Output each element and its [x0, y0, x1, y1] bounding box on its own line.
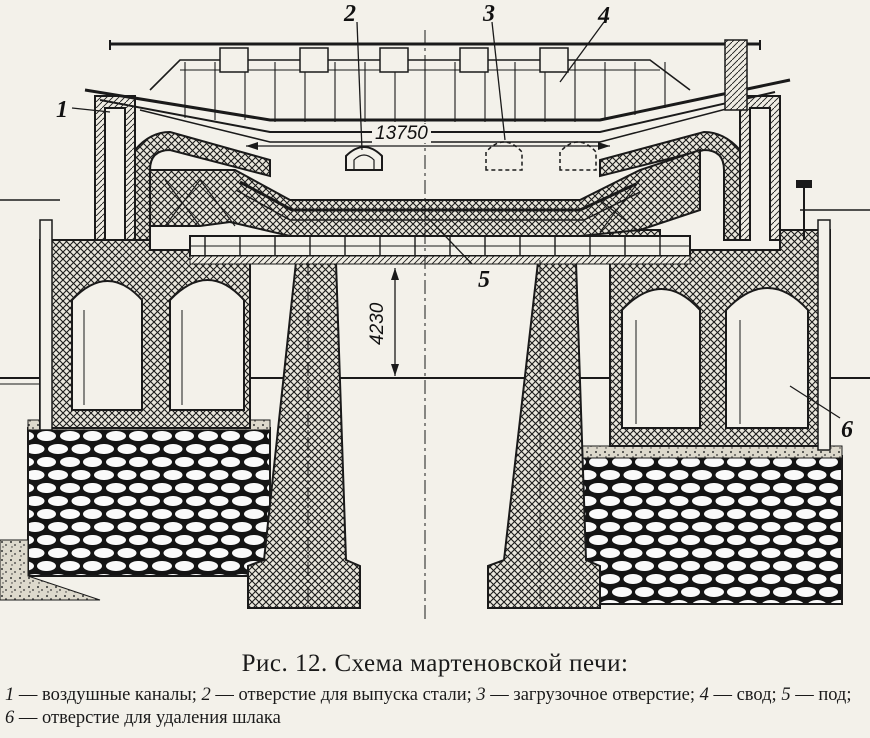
furnace-diagram [0, 21, 870, 620]
callout-3: 3 [483, 1, 495, 27]
support-pier-right [487, 261, 601, 609]
legend-num-4: 4 [699, 685, 709, 705]
hearth-girders [164, 179, 691, 265]
callout-leaders [71, 21, 841, 419]
callout-1: 1 [56, 97, 68, 123]
hearth [149, 148, 701, 237]
callout-6: 6 [841, 417, 853, 443]
dimension-height: 4230 [367, 299, 388, 348]
regenerator-left [39, 239, 251, 429]
callout-5: 5 [478, 267, 490, 293]
caption-legend: 1 — воздушные каналы; 2 — отверстие для … [5, 684, 865, 730]
support-pier-left [247, 261, 361, 609]
charging-doors [345, 141, 597, 171]
legend-num-1: 1 [5, 685, 15, 705]
legend-num-5: 5 [781, 685, 791, 705]
frame-columns [0, 180, 870, 451]
legend-num-3: 3 [476, 685, 486, 705]
foundation-left [0, 419, 271, 601]
legend-num-2: 2 [201, 685, 211, 705]
legend-text-4: — свод; [708, 685, 782, 705]
air-channel-right [599, 95, 781, 241]
callout-4: 4 [598, 3, 610, 29]
figure-caption: Рис. 12. Схема мартеновской печи: 1 — во… [0, 640, 870, 730]
legend-text-3: — загрузочное отверстие; [485, 685, 700, 705]
legend-text-5: — под; [790, 685, 852, 705]
roof-vault [84, 39, 791, 143]
legend-text-1: — воздушные каналы; [14, 685, 202, 705]
legend-text-6: — отверстие для удаления шлака [14, 708, 281, 728]
air-channel-left [94, 95, 271, 241]
callout-2: 2 [344, 1, 356, 27]
legend-text-2: — отверстие для выпуска стали; [210, 685, 477, 705]
dimension-hearth-length: 13750 [372, 124, 431, 143]
centre-lines [307, 30, 541, 620]
legend-num-6: 6 [5, 708, 15, 728]
caption-title: Рис. 12. Схема мартеновской печи: [241, 650, 629, 677]
foundation-right [571, 438, 843, 605]
dimension-lines [246, 142, 610, 376]
